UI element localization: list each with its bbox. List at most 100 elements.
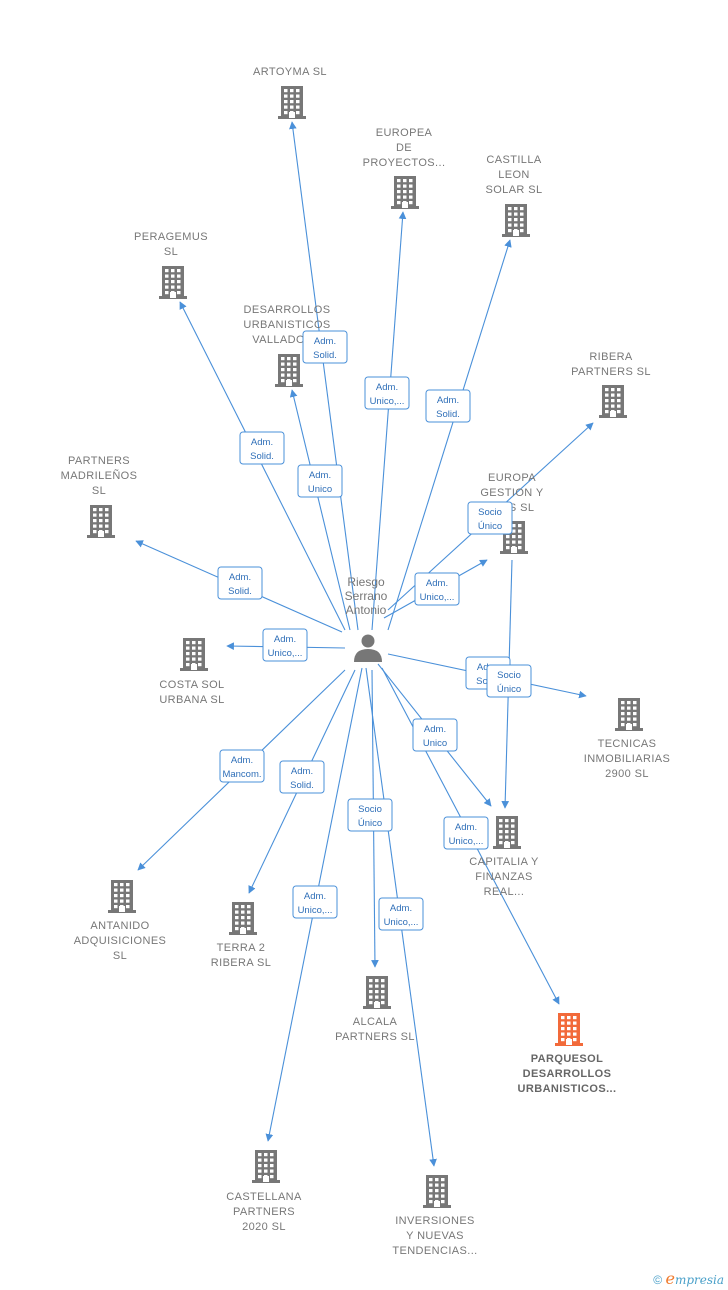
company-node-capitalia[interactable]: CAPITALIA Y FINANZAS REAL... <box>469 816 539 898</box>
company-node-parquesol[interactable]: PARQUESOL DESARROLLOS URBANISTICOS... <box>518 1013 617 1095</box>
company-label-line[interactable]: PERAGEMUS <box>134 231 208 243</box>
company-label-line[interactable]: PARTNERS SL <box>335 1031 415 1043</box>
building-icon[interactable] <box>159 266 187 299</box>
company-label-line[interactable]: ADQUISICIONES <box>74 935 167 947</box>
edge-label-box[interactable] <box>425 389 471 423</box>
company-node-peragemus[interactable]: PERAGEMUS SL <box>134 231 208 299</box>
building-icon[interactable] <box>493 816 521 849</box>
person-icon[interactable] <box>354 634 382 663</box>
company-node-europea[interactable]: EUROPEA DE PROYECTOS... <box>363 127 446 209</box>
company-node-terra[interactable]: TERRA 2 RIBERA SL <box>211 902 271 969</box>
building-icon[interactable] <box>108 880 136 913</box>
building-icon[interactable] <box>615 698 643 731</box>
company-label-line[interactable]: TENDENCIAS... <box>392 1245 477 1257</box>
company-node-inversiones[interactable]: INVERSIONES Y NUEVAS TENDENCIAS... <box>392 1175 477 1257</box>
company-label-line[interactable]: PARTNERS <box>233 1206 295 1218</box>
edge-label-box[interactable] <box>302 330 348 364</box>
edge-label-box[interactable] <box>292 885 338 919</box>
edge-label-capitalia[interactable]: Adm.Unico <box>412 718 458 752</box>
company-label-line[interactable]: SL <box>92 485 106 497</box>
building-icon[interactable] <box>599 385 627 418</box>
company-node-castilla[interactable]: CASTILLA LEON SOLAR SL <box>485 154 542 237</box>
company-label-line[interactable]: 2020 SL <box>242 1221 286 1233</box>
company-label-line[interactable]: RIBERA SL <box>211 957 271 969</box>
company-label-line[interactable]: Y NUEVAS <box>406 1230 464 1242</box>
building-icon[interactable] <box>278 86 306 119</box>
company-node-tecnicas[interactable]: TECNICAS INMOBILIARIAS 2900 SL <box>584 698 671 780</box>
edge-label-antanido[interactable]: Adm.Mancom. <box>219 749 265 783</box>
company-label-line[interactable]: EUROPEA <box>376 127 433 139</box>
edge-label-terra[interactable]: Adm.Solid. <box>279 760 325 794</box>
building-icon[interactable] <box>363 976 391 1009</box>
edge-label-inversiones[interactable]: Adm.Unico,... <box>378 897 424 931</box>
company-label-line[interactable]: PARTNERS <box>68 455 130 467</box>
edge-label-box[interactable] <box>378 897 424 931</box>
edge-label-costasol[interactable]: Adm.Unico,... <box>262 628 308 662</box>
company-label-line[interactable]: SOLAR SL <box>485 184 542 196</box>
edge-label-box[interactable] <box>412 718 458 752</box>
company-label-line[interactable]: CASTILLA <box>486 154 541 166</box>
edge-label-box[interactable] <box>217 566 263 600</box>
edge-label-box[interactable] <box>486 664 532 698</box>
company-node-artoyma[interactable]: ARTOYMA SL <box>253 66 327 119</box>
company-label-line[interactable]: FINANZAS <box>475 871 533 883</box>
company-label-line[interactable]: PARQUESOL <box>531 1053 603 1065</box>
company-label-line[interactable]: URBANISTICOS... <box>518 1083 617 1095</box>
company-label-line[interactable]: 2900 SL <box>605 768 649 780</box>
edge-label-box[interactable] <box>262 628 308 662</box>
edge-label-desarrollos[interactable]: Adm.Unico <box>297 464 343 498</box>
company-label-line[interactable]: DESARROLLOS <box>244 304 331 316</box>
edge-label-castellana[interactable]: Adm.Unico,... <box>292 885 338 919</box>
company-label-line[interactable]: INMOBILIARIAS <box>584 753 671 765</box>
company-label-line[interactable]: DE <box>396 142 412 154</box>
company-label-line[interactable]: CAPITALIA Y <box>469 856 539 868</box>
company-label-line[interactable]: MADRILEÑOS <box>61 469 138 482</box>
company-label-line[interactable]: GESTION Y <box>480 487 544 499</box>
edge-label-box[interactable] <box>219 749 265 783</box>
company-node-ribera[interactable]: RIBERA PARTNERS SL <box>571 351 651 418</box>
edge-label-madrilenos[interactable]: Adm.Solid. <box>217 566 263 600</box>
edge-label-peragemus[interactable]: Adm.Solid. <box>239 431 285 465</box>
building-icon[interactable] <box>275 354 303 387</box>
edge-label-box[interactable] <box>297 464 343 498</box>
company-label-line[interactable]: ANTANIDO <box>90 920 149 932</box>
edge-label-europea[interactable]: Adm.Unico,... <box>364 376 410 410</box>
company-label-line[interactable]: PARTNERS SL <box>571 366 651 378</box>
company-label-line[interactable]: INVERSIONES <box>395 1215 475 1227</box>
company-label-line[interactable]: RIBERA <box>589 351 633 363</box>
building-icon[interactable] <box>180 638 208 671</box>
building-icon[interactable] <box>87 505 115 538</box>
edge-label-parquesol[interactable]: Adm.Unico,... <box>443 816 489 850</box>
company-label-line[interactable]: REAL... <box>484 886 525 898</box>
company-label-line[interactable]: PROYECTOS... <box>363 157 446 169</box>
company-label-line[interactable]: TERRA 2 <box>217 942 266 954</box>
building-icon[interactable] <box>423 1175 451 1208</box>
edge-label-box[interactable] <box>239 431 285 465</box>
company-label-line[interactable]: ARTOYMA SL <box>253 66 327 78</box>
edge-label-box[interactable] <box>347 798 393 832</box>
edge-label-box[interactable] <box>443 816 489 850</box>
company-node-madrilenos[interactable]: PARTNERS MADRILEÑOS SL <box>61 455 138 538</box>
edge-label-castilla[interactable]: Adm.Solid. <box>425 389 471 423</box>
company-label-line[interactable]: DESARROLLOS <box>523 1068 612 1080</box>
edge-label-box[interactable] <box>467 501 513 535</box>
company-label-line[interactable]: URBANISTICOS <box>243 319 330 331</box>
company-label-line[interactable]: SL <box>164 246 178 258</box>
building-icon[interactable] <box>502 204 530 237</box>
edge-label-box[interactable] <box>414 572 460 606</box>
building-icon[interactable] <box>252 1150 280 1183</box>
highlighted-building-icon[interactable] <box>555 1013 583 1046</box>
company-label-line[interactable]: LEON <box>498 169 530 181</box>
edge-label-artoyma[interactable]: Adm.Solid. <box>302 330 348 364</box>
company-label-line[interactable]: TECNICAS <box>598 738 657 750</box>
company-label-line[interactable]: URBANA SL <box>159 694 224 706</box>
building-icon[interactable] <box>229 902 257 935</box>
company-label-line[interactable]: EUROPA <box>488 472 536 484</box>
company-label-line[interactable]: ALCALA <box>353 1016 398 1028</box>
